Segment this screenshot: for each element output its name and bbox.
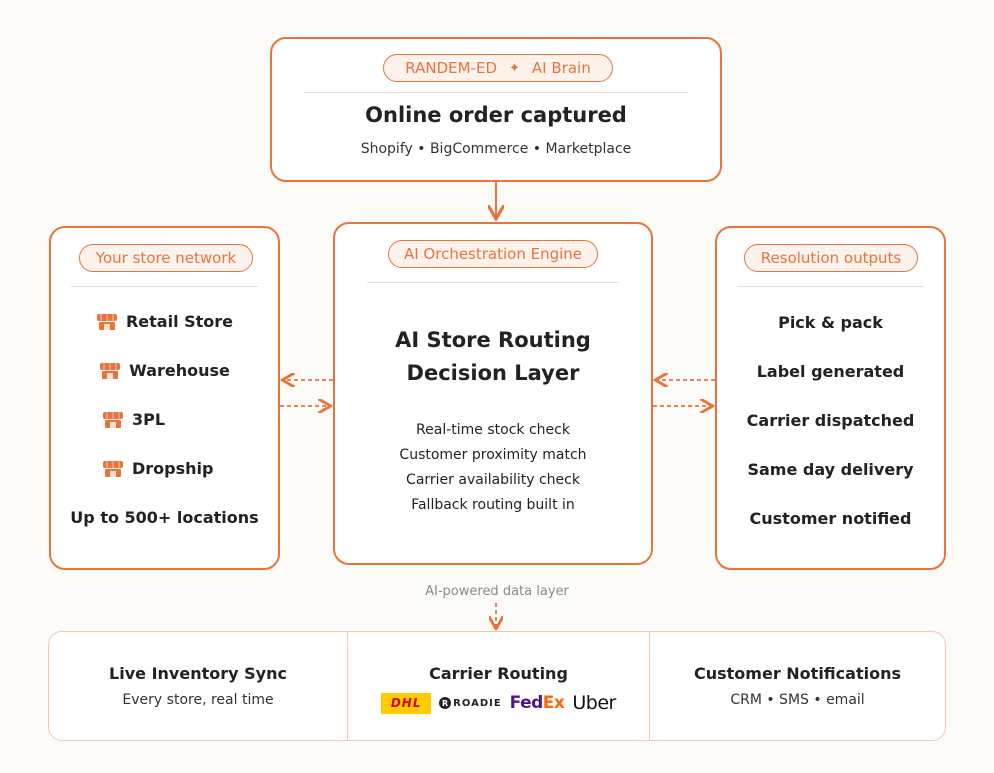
order-channels: Shopify • BigCommerce • Marketplace [360,141,632,157]
store-icon [96,313,117,330]
left-divider [71,286,258,287]
store-icon [103,411,123,428]
middle-divider [367,282,619,283]
notifications-sub: CRM • SMS • email [730,692,865,708]
resolution-outputs-box: Resolution outputs Pick & pack Label gen… [715,226,946,570]
order-captured-box: RANDEM-ED ✦ AI Brain Online order captur… [270,37,722,182]
brand-pill: RANDEM-ED ✦ AI Brain [383,54,613,82]
engine-check-item: Carrier availability check [406,472,580,488]
engine-check-item: Real-time stock check [416,422,570,438]
output-item: Carrier dispatched [746,411,915,430]
notifications-column: Customer Notifications CRM • SMS • email [650,632,945,740]
inventory-sync-sub: Every store, real time [122,692,274,708]
engine-check-item: Fallback routing built in [411,497,575,513]
location-label: Dropship [132,459,214,478]
location-label: Warehouse [129,361,230,380]
store-network-pill: Your store network [79,244,253,272]
orchestration-pill: AI Orchestration Engine [388,240,598,268]
output-item: Label generated [756,362,905,381]
brand-ai-label: AI Brain [531,59,591,77]
notifications-title: Customer Notifications [694,664,901,683]
carrier-routing-title: Carrier Routing [429,664,568,683]
carrier-routing-column: Carrier Routing DHL R ROADIE FedEx Uber [348,632,649,740]
inventory-sync-title: Live Inventory Sync [109,664,287,683]
orchestration-engine-box: AI Orchestration Engine AI Store Routing… [333,222,653,565]
engine-title: AI Store Routing Decision Layer [335,324,651,390]
roadie-logo: R ROADIE [439,697,502,709]
data-layer-label: AI-powered data layer [425,584,569,599]
store-icon [103,460,123,477]
resolution-pill: Resolution outputs [744,244,918,272]
location-item: 3PL [51,410,278,429]
location-item: Warehouse [51,361,278,380]
bottom-separator [347,632,348,740]
output-item: Customer notified [749,509,912,528]
location-label: 3PL [132,410,166,429]
dhl-logo: DHL [381,692,432,714]
roadie-mark-icon: R [439,697,452,709]
location-item: Retail Store [51,312,278,331]
store-network-box: Your store network Retail Store Warehous… [49,226,280,570]
carrier-logos: DHL R ROADIE FedEx Uber [348,692,649,714]
right-divider [737,286,924,287]
sparkle-icon: ✦ [509,60,520,76]
fedex-logo: FedEx [509,693,565,713]
order-title: Online order captured [365,103,627,127]
bottom-separator [649,632,650,740]
locations-count: Up to 500+ locations [70,508,259,527]
location-label: Retail Store [125,312,234,331]
store-icon [100,362,121,379]
output-item: Same day delivery [747,460,914,479]
engine-check-item: Customer proximity match [399,447,587,463]
location-item: Dropship [51,459,278,478]
output-item: Pick & pack [778,313,883,332]
engine-title-line1: AI Store Routing [395,328,591,352]
inventory-sync-column: Live Inventory Sync Every store, real ti… [49,632,347,740]
brand-name: RANDEM-ED [405,59,498,77]
engine-title-line2: Decision Layer [406,361,580,385]
roadie-label: ROADIE [453,697,502,709]
top-divider [304,92,688,93]
data-layer-bar: Live Inventory Sync Every store, real ti… [48,631,946,741]
uber-logo: Uber [572,692,616,714]
